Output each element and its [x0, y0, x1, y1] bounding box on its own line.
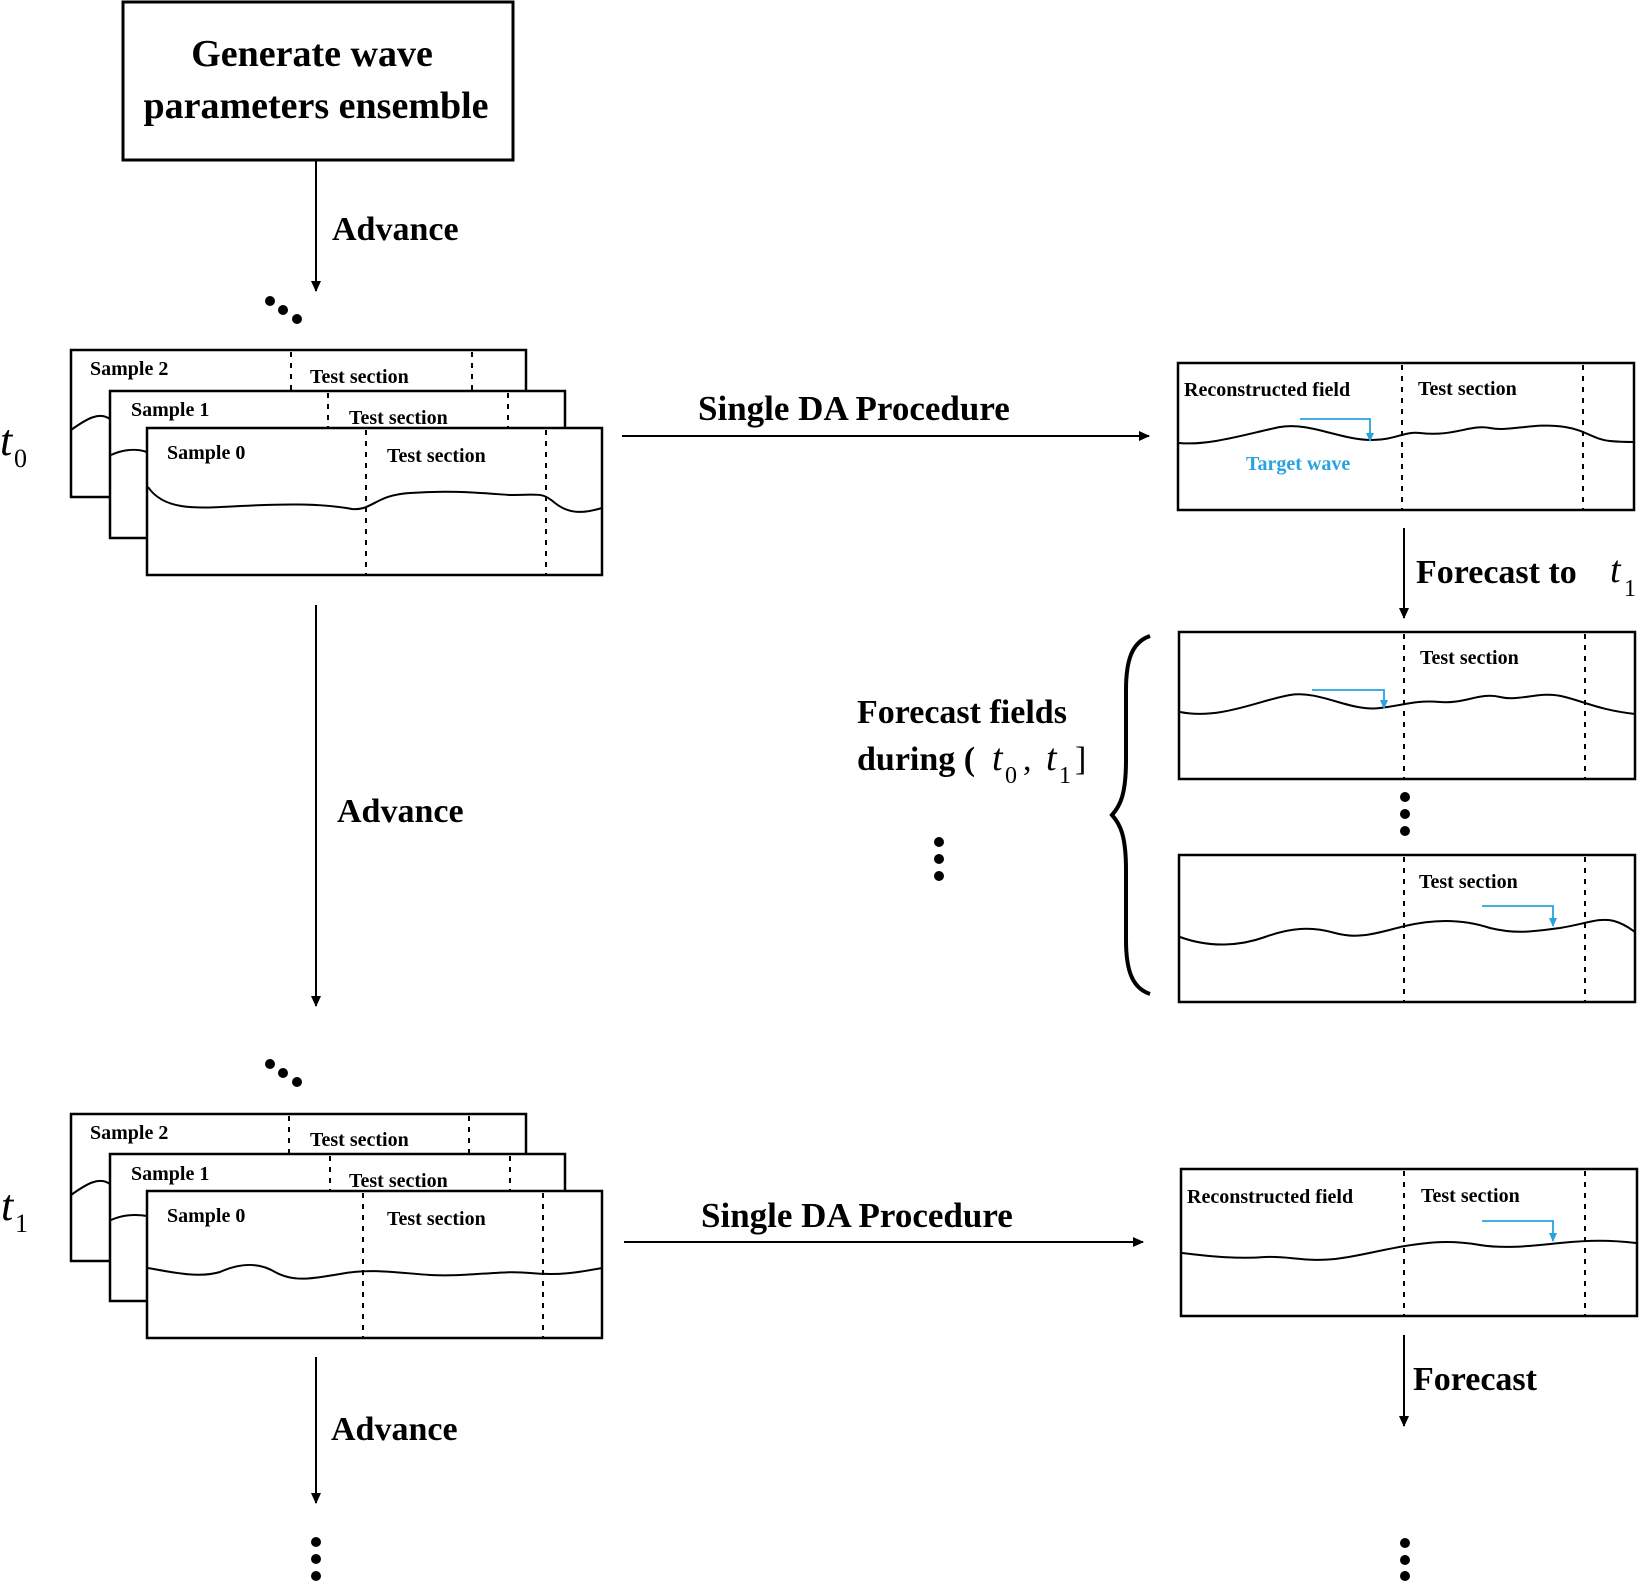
forecast-box-2-test-section: Test section — [1419, 871, 1518, 893]
sample-1-test-section: Test section — [349, 407, 448, 429]
forecast-to-t1-label: Forecast to t 1 — [1416, 549, 1636, 602]
target-wave-pointer — [1300, 418, 1374, 442]
t1-subscript: 1 — [15, 1209, 28, 1238]
start-box-line2: parameters ensemble — [143, 85, 488, 127]
ellipsis-vertical-forecast — [1400, 792, 1410, 836]
sample-0-label-t1: Sample 0 — [167, 1205, 245, 1227]
forecast-fields-label: Forecast fields during ( t 0 , t 1 ] — [857, 694, 1086, 789]
forecast-box-1 — [1177, 630, 1637, 781]
forecast-to-t-subscript: 1 — [1624, 576, 1636, 602]
target-wave-label: Target wave — [1246, 453, 1350, 475]
time-label-t1: t 1 — [1, 1181, 28, 1238]
forecast-field-2: Test section — [1177, 853, 1637, 1004]
during-comma: , — [1023, 741, 1032, 778]
forecast-fields-line1: Forecast fields — [857, 694, 1067, 731]
curly-brace — [1109, 634, 1151, 996]
reconstructed-box-1 — [1176, 361, 1636, 512]
forecast-wave-2 — [1179, 918, 1636, 946]
sample-1-test-section-t1: Test section — [349, 1170, 448, 1192]
reconstructed-label-2: Reconstructed field — [1187, 1186, 1353, 1208]
ellipsis-diagonal-2 — [265, 1059, 302, 1087]
reconstructed-test-section-1: Test section — [1418, 378, 1517, 400]
reconstructed-field-t1: Reconstructed field Test section — [1179, 1167, 1639, 1318]
reconstructed-box-2-target-pointer — [1482, 1220, 1557, 1242]
sample-0-card-t1 — [145, 1189, 604, 1340]
forecast-box-1-test-section: Test section — [1420, 647, 1519, 669]
sample-1-label-t1: Sample 1 — [131, 1163, 209, 1185]
forecast-fields-during: during ( — [857, 741, 975, 778]
sample-0-wave-t1 — [147, 1263, 603, 1280]
start-box-line1: Generate wave — [191, 33, 433, 75]
during-t0-symbol: t — [992, 737, 1004, 779]
forecast-to-t-symbol: t — [1610, 549, 1622, 591]
sample-0-wave — [147, 486, 603, 513]
sample-2-test-section: Test section — [310, 366, 409, 388]
reconstructed-test-section-2: Test section — [1421, 1185, 1520, 1207]
advance-label-3: Advance — [331, 1411, 458, 1448]
time-label-t0: t 0 — [0, 416, 27, 473]
sample-2-label: Sample 2 — [90, 358, 168, 380]
sample-1-label: Sample 1 — [131, 399, 209, 421]
during-t1-symbol: t — [1046, 737, 1058, 779]
t1-symbol: t — [1, 1181, 15, 1230]
sample-0-card — [145, 426, 604, 577]
single-da-label-2: Single DA Procedure — [701, 1196, 1013, 1235]
during-close-bracket: ] — [1075, 741, 1086, 778]
reconstructed-wave-2 — [1181, 1239, 1637, 1261]
ellipsis-diagonal-1 — [265, 296, 302, 324]
t0-symbol: t — [0, 416, 14, 465]
forecast-wave-1 — [1179, 693, 1636, 715]
reconstructed-label-1: Reconstructed field — [1184, 379, 1350, 401]
sample-stack-t0: Sample 2 Test section Sample 1 Test sect… — [69, 348, 604, 577]
during-t0-subscript: 0 — [1005, 763, 1017, 789]
advance-label-2: Advance — [337, 793, 464, 830]
during-t1-subscript: 1 — [1059, 763, 1071, 789]
advance-label-1: Advance — [332, 211, 459, 248]
forecast-box-2 — [1177, 853, 1637, 1004]
forecast-box-2-target-pointer — [1482, 905, 1557, 927]
reconstructed-wave-1 — [1178, 424, 1635, 445]
sample-2-test-section-t1: Test section — [310, 1129, 409, 1151]
forecast-label: Forecast — [1413, 1361, 1538, 1398]
reconstructed-field-t0: Reconstructed field Test section Target … — [1176, 361, 1636, 512]
ellipsis-vertical-bottom-right — [1400, 1538, 1410, 1581]
sample-0-test-section-t1: Test section — [387, 1208, 486, 1230]
forecast-box-1-target-pointer — [1312, 689, 1388, 709]
start-box — [121, 0, 515, 162]
forecast-to-text: Forecast to — [1416, 554, 1577, 591]
sample-2-label-t1: Sample 2 — [90, 1122, 168, 1144]
ellipsis-vertical-bottom-left — [311, 1537, 321, 1581]
sample-0-label: Sample 0 — [167, 442, 245, 464]
forecast-field-1: Test section — [1177, 630, 1637, 781]
sample-stack-t1: Sample 2 Test section Sample 1 Test sect… — [69, 1112, 604, 1340]
ellipsis-vertical-middle — [934, 837, 944, 881]
sample-0-test-section: Test section — [387, 445, 486, 467]
single-da-label-1: Single DA Procedure — [698, 389, 1010, 428]
t0-subscript: 0 — [14, 444, 27, 473]
